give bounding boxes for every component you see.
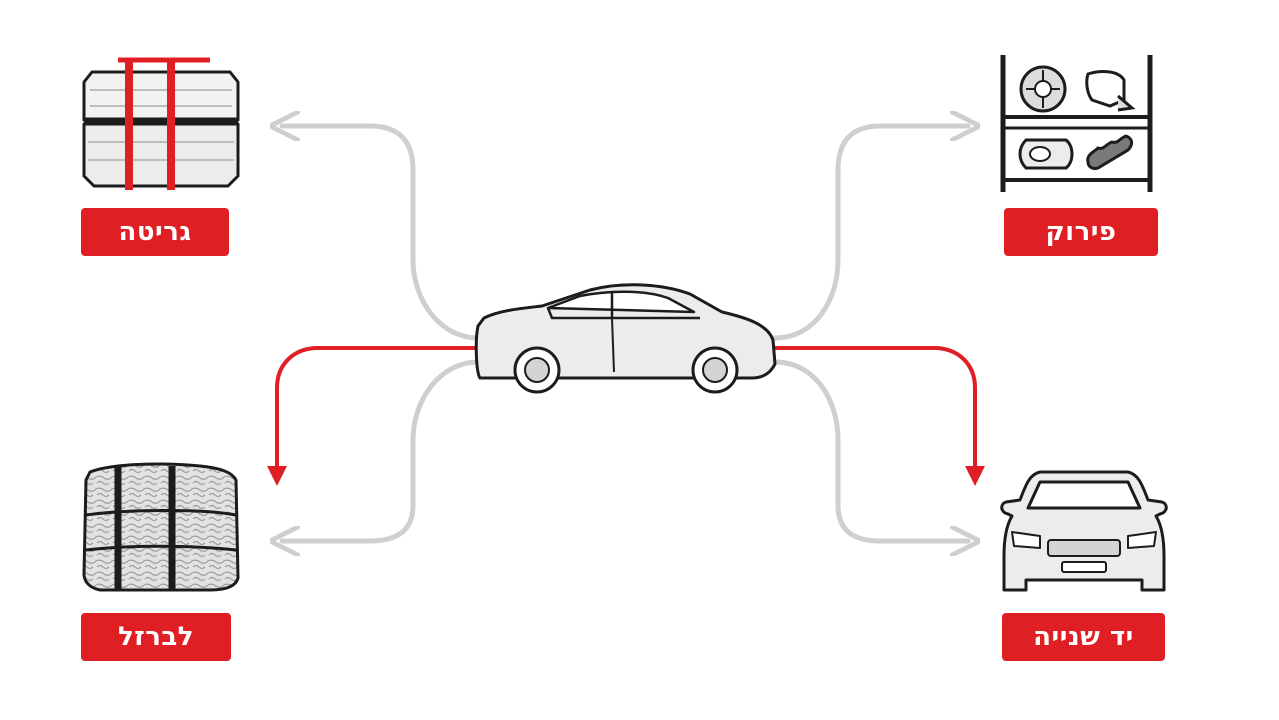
arrow-to-dismantle: [772, 126, 968, 341]
label-dismantle: פירוק: [1004, 208, 1158, 256]
arrow-to-scrap: [282, 126, 481, 341]
car-front-icon: [1000, 470, 1168, 592]
crushed-metal-bale-icon: [82, 462, 240, 592]
label-second-hand: יד שנייה: [1002, 613, 1165, 661]
label-scrap: גריטה: [81, 208, 229, 256]
parts-shelf-icon: [1000, 55, 1153, 192]
arrows-inactive: [282, 126, 968, 541]
red-arrow-to-secondhand: [773, 346, 985, 486]
arrow-to-iron: [282, 359, 481, 541]
label-iron: לברזל: [81, 613, 231, 661]
strapped-bale-icon: [82, 57, 240, 190]
sedan-car-icon: [474, 283, 777, 394]
arrow-to-secondhand: [772, 359, 968, 541]
arrows-highlighted: [267, 346, 985, 486]
red-arrow-to-iron: [267, 346, 480, 486]
